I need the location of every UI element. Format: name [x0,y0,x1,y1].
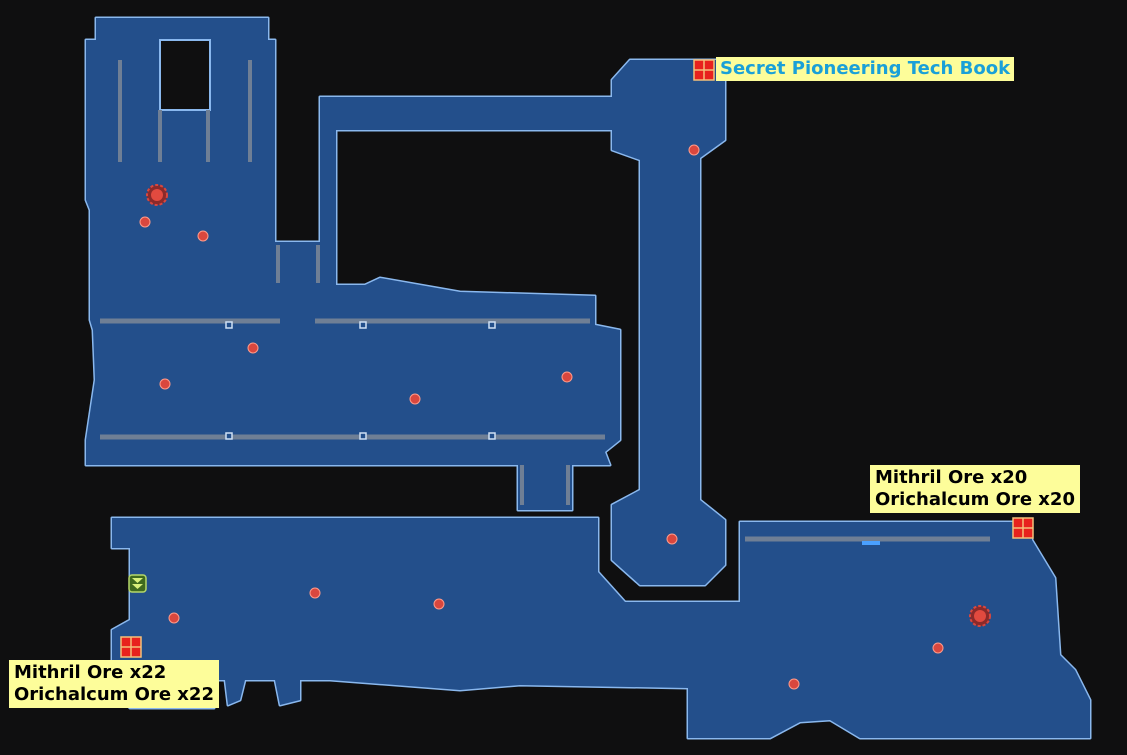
enemy-marker-icon[interactable] [309,587,321,599]
hall-south [112,518,1090,738]
label-line: Mithril Ore x22 [14,662,167,683]
hall-central [86,242,620,465]
post [359,321,367,329]
enemy-marker-icon[interactable] [247,342,259,354]
post [488,321,496,329]
enemy-marker-icon[interactable] [433,598,445,610]
enemy-marker-icon[interactable] [409,393,421,405]
enemy-marker-icon[interactable] [197,230,209,242]
label-tech-book: Secret Pioneering Tech Book [716,57,1015,81]
wall-hole [159,39,211,111]
post [359,432,367,440]
post [488,432,496,440]
enemy-marker-icon[interactable] [159,378,171,390]
treasure-chest-icon[interactable] [120,636,142,658]
enemy-marker-icon[interactable] [932,642,944,654]
stub-south [518,460,572,510]
post [225,432,233,440]
treasure-chest-icon[interactable] [693,59,715,81]
enemy-marker-icon[interactable] [666,533,678,545]
stairs-down-icon[interactable] [128,574,147,593]
enemy-marker-icon[interactable] [688,144,700,156]
enemy-marker-icon[interactable] [168,612,180,624]
post [225,321,233,329]
door-marker [862,541,880,545]
boss-marker-icon[interactable] [146,184,168,206]
treasure-chest-icon[interactable] [1012,517,1034,539]
label-line: Mithril Ore x20 [875,467,1028,488]
enemy-marker-icon[interactable] [788,678,800,690]
label-line: Orichalcum Ore x20 [875,489,1075,510]
label-chest-left: Mithril Ore x22 Orichalcum Ore x22 [9,660,219,708]
label-line: Orichalcum Ore x22 [14,684,214,705]
label-chest-right: Mithril Ore x20 Orichalcum Ore x20 [870,465,1080,513]
tower-east [612,60,725,585]
boss-marker-icon[interactable] [969,605,991,627]
enemy-marker-icon[interactable] [561,371,573,383]
enemy-marker-icon[interactable] [139,216,151,228]
corridor-north [320,97,612,285]
